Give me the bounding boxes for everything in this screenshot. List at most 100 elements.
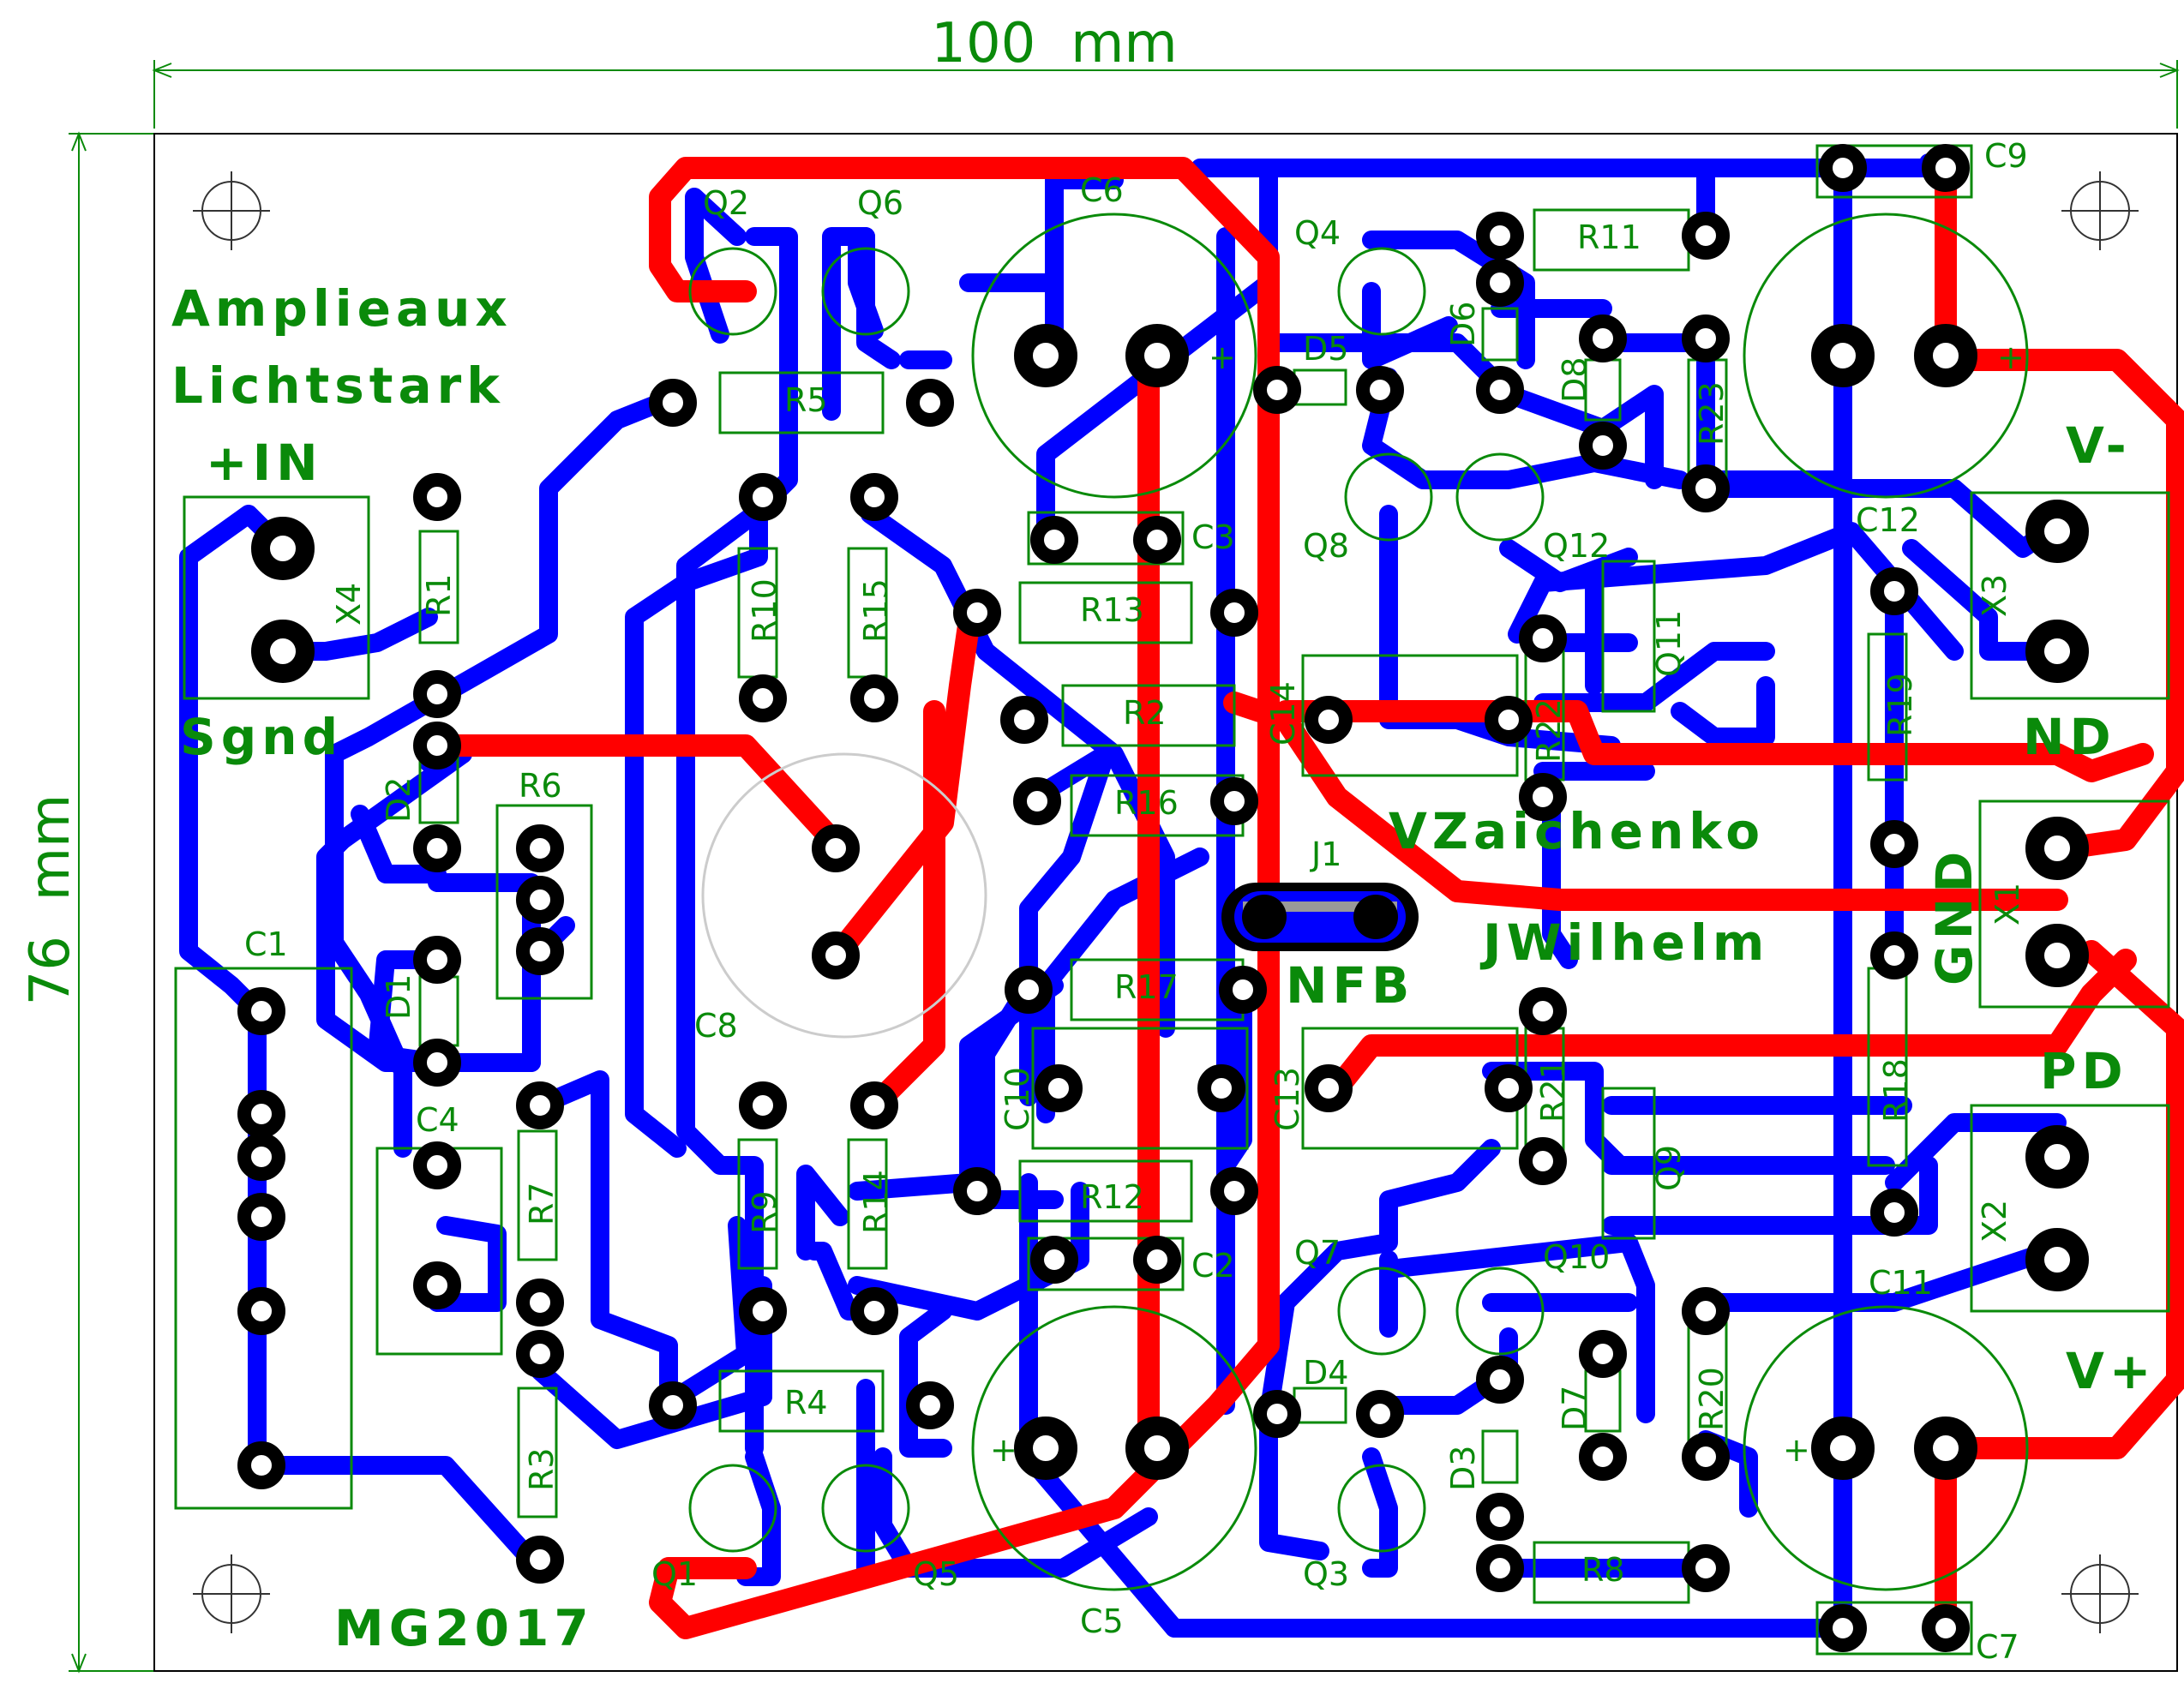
pad bbox=[1579, 422, 1627, 470]
ref-r21: R21 bbox=[1534, 1058, 1572, 1123]
pad bbox=[237, 1193, 285, 1241]
pad bbox=[413, 670, 461, 718]
c2-outline bbox=[1027, 1237, 1185, 1291]
dimension-width bbox=[152, 60, 2180, 129]
ref-c13: C13 bbox=[1269, 1067, 1306, 1131]
d6-outline bbox=[1481, 307, 1519, 362]
pad-large bbox=[2025, 924, 2089, 987]
ref-q10: Q10 bbox=[1543, 1238, 1610, 1276]
pad bbox=[413, 473, 461, 521]
ref-j1: J1 bbox=[1310, 836, 1341, 873]
ref-d8: D8 bbox=[1556, 357, 1593, 403]
pad bbox=[1519, 614, 1567, 662]
pad-large bbox=[2025, 620, 2089, 683]
ref-q3: Q3 bbox=[1303, 1555, 1349, 1593]
ref-c7: C7 bbox=[1976, 1628, 2019, 1666]
mounting-hole-tr bbox=[2061, 171, 2139, 250]
pad bbox=[1485, 1064, 1533, 1112]
title-line1: Amplieaux bbox=[171, 279, 513, 338]
gnd-label: GND bbox=[1925, 847, 1983, 985]
pad bbox=[1476, 1356, 1524, 1404]
ref-r22: R22 bbox=[1530, 698, 1568, 763]
ref-c1: C1 bbox=[244, 925, 288, 963]
r14-outline bbox=[847, 1138, 888, 1270]
pad bbox=[1476, 1544, 1524, 1592]
pad bbox=[739, 1081, 787, 1129]
height-label: 76 mm bbox=[19, 794, 82, 1006]
pad-large bbox=[251, 620, 315, 683]
pad bbox=[1476, 1493, 1524, 1541]
pad bbox=[953, 1167, 1001, 1215]
pad-large bbox=[1014, 324, 1077, 387]
ref-r1: R1 bbox=[420, 573, 458, 617]
pad bbox=[812, 931, 860, 979]
ref-c3: C3 bbox=[1191, 518, 1235, 556]
mounting-hole-bl bbox=[193, 1554, 270, 1633]
polarity-plus: + bbox=[1209, 338, 1236, 376]
ref-r4: R4 bbox=[784, 1384, 828, 1422]
ref-q1: Q1 bbox=[651, 1555, 698, 1593]
c3-outline bbox=[1027, 511, 1185, 566]
pad bbox=[1253, 366, 1301, 414]
pad bbox=[1356, 1390, 1404, 1438]
pad bbox=[1485, 696, 1533, 744]
c6-outline bbox=[971, 213, 1257, 499]
ref-r8: R8 bbox=[1581, 1551, 1625, 1589]
pad bbox=[1870, 931, 1918, 979]
ref-r17: R17 bbox=[1114, 968, 1179, 1006]
mounting-hole-tl bbox=[193, 171, 270, 250]
c7-outline bbox=[1815, 1601, 1973, 1656]
pad bbox=[1476, 366, 1524, 414]
pad bbox=[1819, 144, 1867, 192]
pad bbox=[1210, 589, 1258, 637]
pad bbox=[1000, 696, 1048, 744]
pad-large bbox=[1914, 324, 1977, 387]
c8-outline bbox=[701, 752, 987, 1039]
ref-x2: X2 bbox=[1976, 1200, 2013, 1243]
pad bbox=[850, 674, 898, 722]
r3-outline bbox=[517, 1387, 558, 1518]
pad-large bbox=[1014, 1416, 1077, 1480]
nd-label: ND bbox=[2023, 708, 2116, 766]
pad bbox=[516, 927, 564, 975]
pad bbox=[237, 1090, 285, 1138]
pd-label: PD bbox=[2040, 1042, 2128, 1100]
r6-outline bbox=[495, 804, 593, 1000]
pad bbox=[1579, 1433, 1627, 1481]
pad bbox=[1133, 516, 1181, 564]
pad bbox=[739, 1287, 787, 1335]
ref-r2: R2 bbox=[1123, 694, 1167, 732]
pad-large bbox=[2025, 500, 2089, 563]
ref-r5: R5 bbox=[784, 381, 828, 419]
pad bbox=[649, 1381, 697, 1429]
pad bbox=[1253, 1390, 1301, 1438]
pad bbox=[413, 936, 461, 984]
ref-r9: R9 bbox=[746, 1190, 783, 1234]
ref-q12: Q12 bbox=[1543, 527, 1610, 565]
pad bbox=[237, 1287, 285, 1335]
q5-outline bbox=[821, 1464, 910, 1553]
pad bbox=[1519, 1137, 1567, 1185]
r2-outline bbox=[1061, 684, 1236, 747]
pad bbox=[237, 1441, 285, 1489]
polarity-plus: + bbox=[1783, 1431, 1810, 1469]
pad bbox=[812, 824, 860, 872]
c9-outline bbox=[1743, 213, 2029, 499]
pad bbox=[1682, 464, 1730, 512]
ref-d5: D5 bbox=[1303, 330, 1348, 368]
ref-d3: D3 bbox=[1444, 1446, 1482, 1491]
pad bbox=[413, 824, 461, 872]
pad bbox=[1579, 314, 1627, 362]
pad bbox=[1030, 516, 1078, 564]
ref-r18: R18 bbox=[1877, 1058, 1915, 1123]
ref-q5: Q5 bbox=[913, 1555, 959, 1593]
r7-outline bbox=[517, 1129, 558, 1261]
ref-x3: X3 bbox=[1976, 574, 2013, 617]
pad bbox=[850, 473, 898, 521]
ref-c14: C14 bbox=[1264, 681, 1302, 746]
ref-q2: Q2 bbox=[703, 184, 749, 222]
pad bbox=[413, 722, 461, 770]
pads bbox=[237, 144, 2089, 1652]
r12-outline bbox=[1018, 1159, 1193, 1223]
